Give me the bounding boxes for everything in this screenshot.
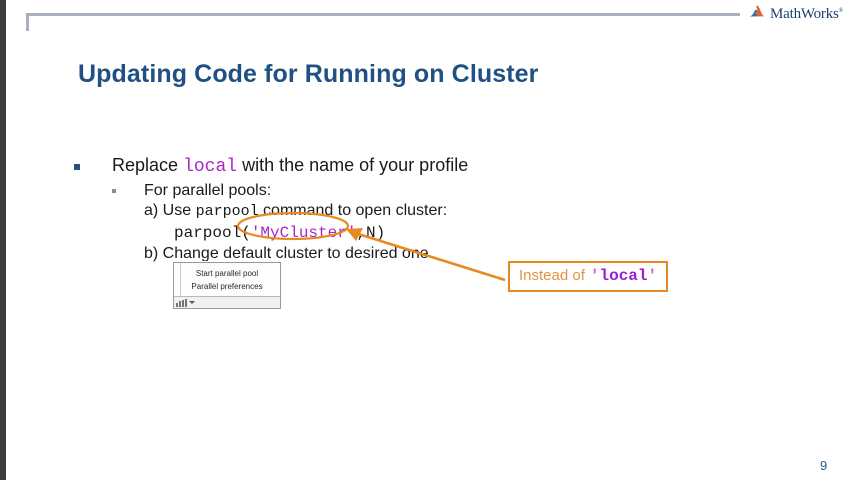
item-a-suffix: command to open cluster: [263, 202, 448, 219]
menu-left-gutter [174, 263, 181, 308]
bullet-level2-block: For parallel pools: a) Use parpool comma… [144, 181, 447, 264]
chevron-up-icon[interactable] [189, 300, 195, 304]
item-a-line: a) Use parpool command to open cluster: [144, 201, 447, 222]
quote-close: ' [647, 267, 658, 285]
quote-open: ' [589, 267, 600, 285]
bullet-level1-text: Replace local with the name of your prof… [112, 155, 468, 177]
page-title: Updating Code for Running on Cluster [78, 60, 539, 88]
parpool-func: parpool( [174, 224, 251, 242]
bullet1-inline-code: local [183, 157, 238, 177]
item-b-line: b) Change default cluster to desired one [144, 245, 429, 262]
registered-mark: ® [838, 8, 844, 14]
item-a-prefix: a) Use [144, 202, 192, 219]
mathworks-wordmark: MathWorks® [770, 6, 844, 22]
header-divider-tick [26, 13, 29, 31]
bullet1-text-after: with the name of your profile [242, 155, 469, 175]
item-a-code: parpool [195, 203, 259, 220]
callout-code-local: 'local' [590, 267, 657, 285]
square-bullet-small-icon [112, 189, 116, 193]
slide-left-edge-band [0, 0, 6, 480]
sub-heading-parallel-pools: For parallel pools: [144, 182, 272, 199]
callout-instead-of-local: Instead of 'local' [508, 261, 669, 292]
parallel-pool-status-bar[interactable] [174, 296, 280, 308]
bullet-level1: Replace local with the name of your prof… [74, 155, 468, 177]
slide-left-edge-inner [6, 0, 10, 480]
square-bullet-icon [74, 164, 80, 170]
bullet1-text-before: Replace [112, 155, 179, 175]
page-number: 9 [820, 458, 828, 473]
header-divider-rule [26, 13, 740, 16]
parpool-arg-mycluster: 'MyCluster' [250, 224, 357, 242]
menu-item-start-parallel-pool[interactable]: Start parallel pool [195, 269, 259, 278]
mathworks-membrane-icon [748, 3, 766, 26]
parallel-pool-menu-screenshot: Start parallel pool Parallel preferences [173, 262, 281, 309]
parallel-pool-bars-icon [176, 298, 187, 307]
parallel-pool-menu: Start parallel pool Parallel preferences [174, 263, 280, 296]
menu-item-parallel-preferences[interactable]: Parallel preferences [191, 282, 263, 291]
callout-label-text: Instead of [519, 267, 585, 284]
mathworks-logo: MathWorks® [748, 3, 843, 26]
parpool-tail: ,N) [356, 224, 386, 242]
parpool-code-line: parpool('MyCluster',N) [144, 222, 447, 244]
callout-keyword: local [599, 267, 648, 285]
bullet-level2: For parallel pools: a) Use parpool comma… [112, 181, 447, 264]
